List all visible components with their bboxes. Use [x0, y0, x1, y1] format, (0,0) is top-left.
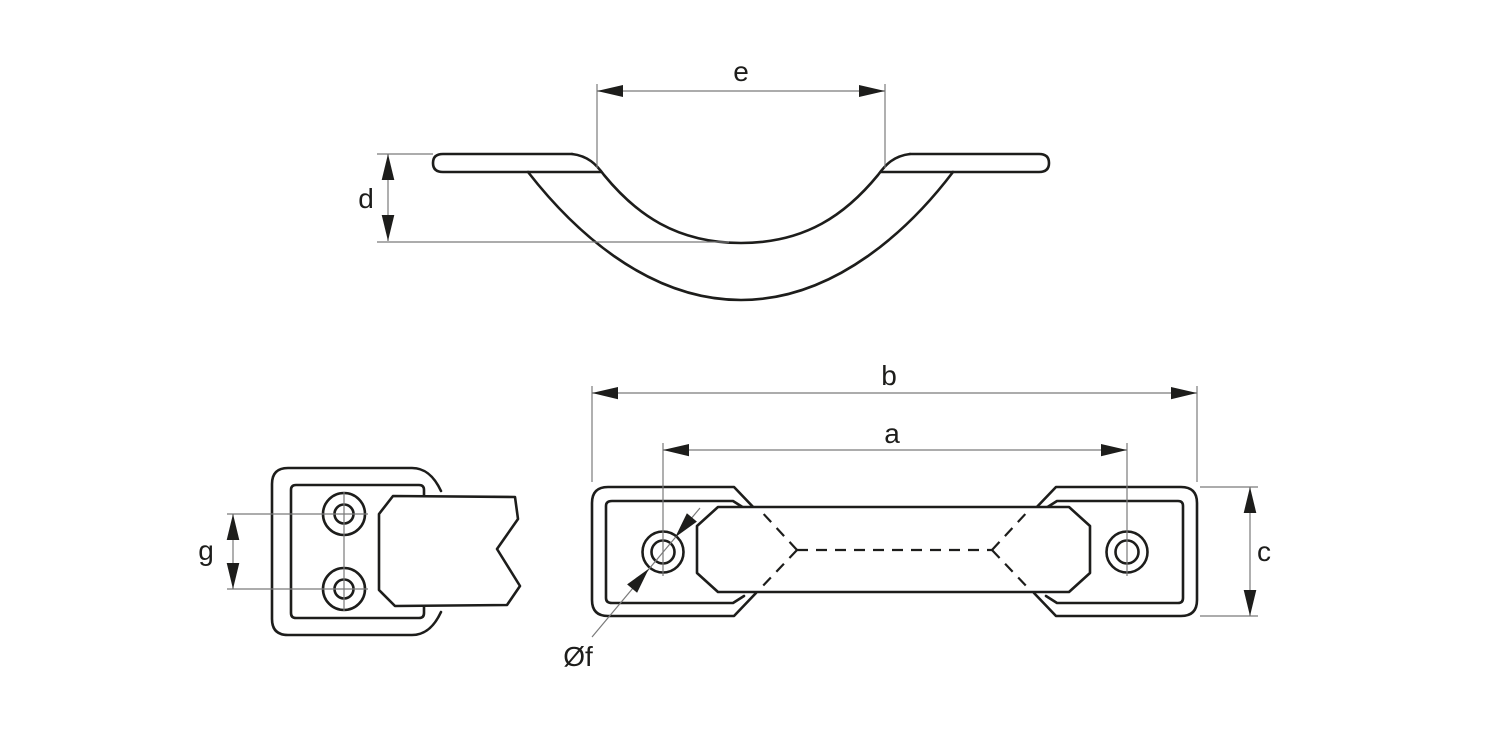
side-view-outer-curve: [526, 170, 955, 302]
dimension-b-arrow-right: [1171, 387, 1197, 400]
dimension-e-arrow-right: [859, 85, 885, 97]
dimension-b-label: b: [881, 360, 897, 391]
side-view-right-tab: [879, 152, 1051, 174]
dimension-g: g: [198, 514, 240, 589]
plan-bend-line-right-upper: [991, 508, 1031, 551]
dimension-c: c: [1200, 486, 1271, 617]
dimension-c-label: c: [1257, 536, 1271, 567]
dimension-f-arrow-lower: [627, 568, 649, 593]
dimension-d: d: [358, 153, 729, 243]
plan-view: b a c Øf: [563, 360, 1271, 672]
dimension-b-arrow-left: [592, 387, 618, 400]
dimension-g-label: g: [198, 535, 214, 566]
dimension-d-arrow-bottom: [381, 215, 395, 241]
dimension-f-diameter: Øf: [563, 507, 701, 672]
dimension-g-arrow-top: [226, 514, 240, 540]
dimension-f-label: Øf: [563, 641, 593, 672]
end-view-grip-break: [377, 494, 522, 608]
dimension-e-arrow-left: [597, 85, 623, 97]
plan-bend-line-left-lower: [758, 549, 798, 591]
plan-bend-line-left-upper: [758, 508, 798, 551]
dimension-e: e: [596, 56, 886, 168]
dimension-a: a: [662, 418, 1128, 576]
dimension-c-arrow-top: [1243, 487, 1257, 513]
dimension-a-arrow-left: [663, 444, 689, 457]
side-view: e d: [358, 56, 1051, 302]
dimension-e-label: e: [733, 56, 749, 87]
plan-bend-line-right-lower: [991, 549, 1031, 591]
dimension-d-arrow-top: [381, 154, 395, 180]
side-view-left-tab: [431, 152, 603, 174]
dimension-d-label: d: [358, 183, 374, 214]
dimension-c-arrow-bottom: [1243, 590, 1257, 616]
end-view: g: [198, 466, 522, 637]
side-view-inner-curve: [570, 152, 912, 245]
dimension-b: b: [591, 360, 1198, 482]
dimension-g-arrow-bottom: [226, 563, 240, 589]
dimension-a-label: a: [884, 418, 900, 449]
dimension-a-arrow-right: [1101, 444, 1127, 457]
dimension-f-arrow-upper: [675, 513, 697, 538]
